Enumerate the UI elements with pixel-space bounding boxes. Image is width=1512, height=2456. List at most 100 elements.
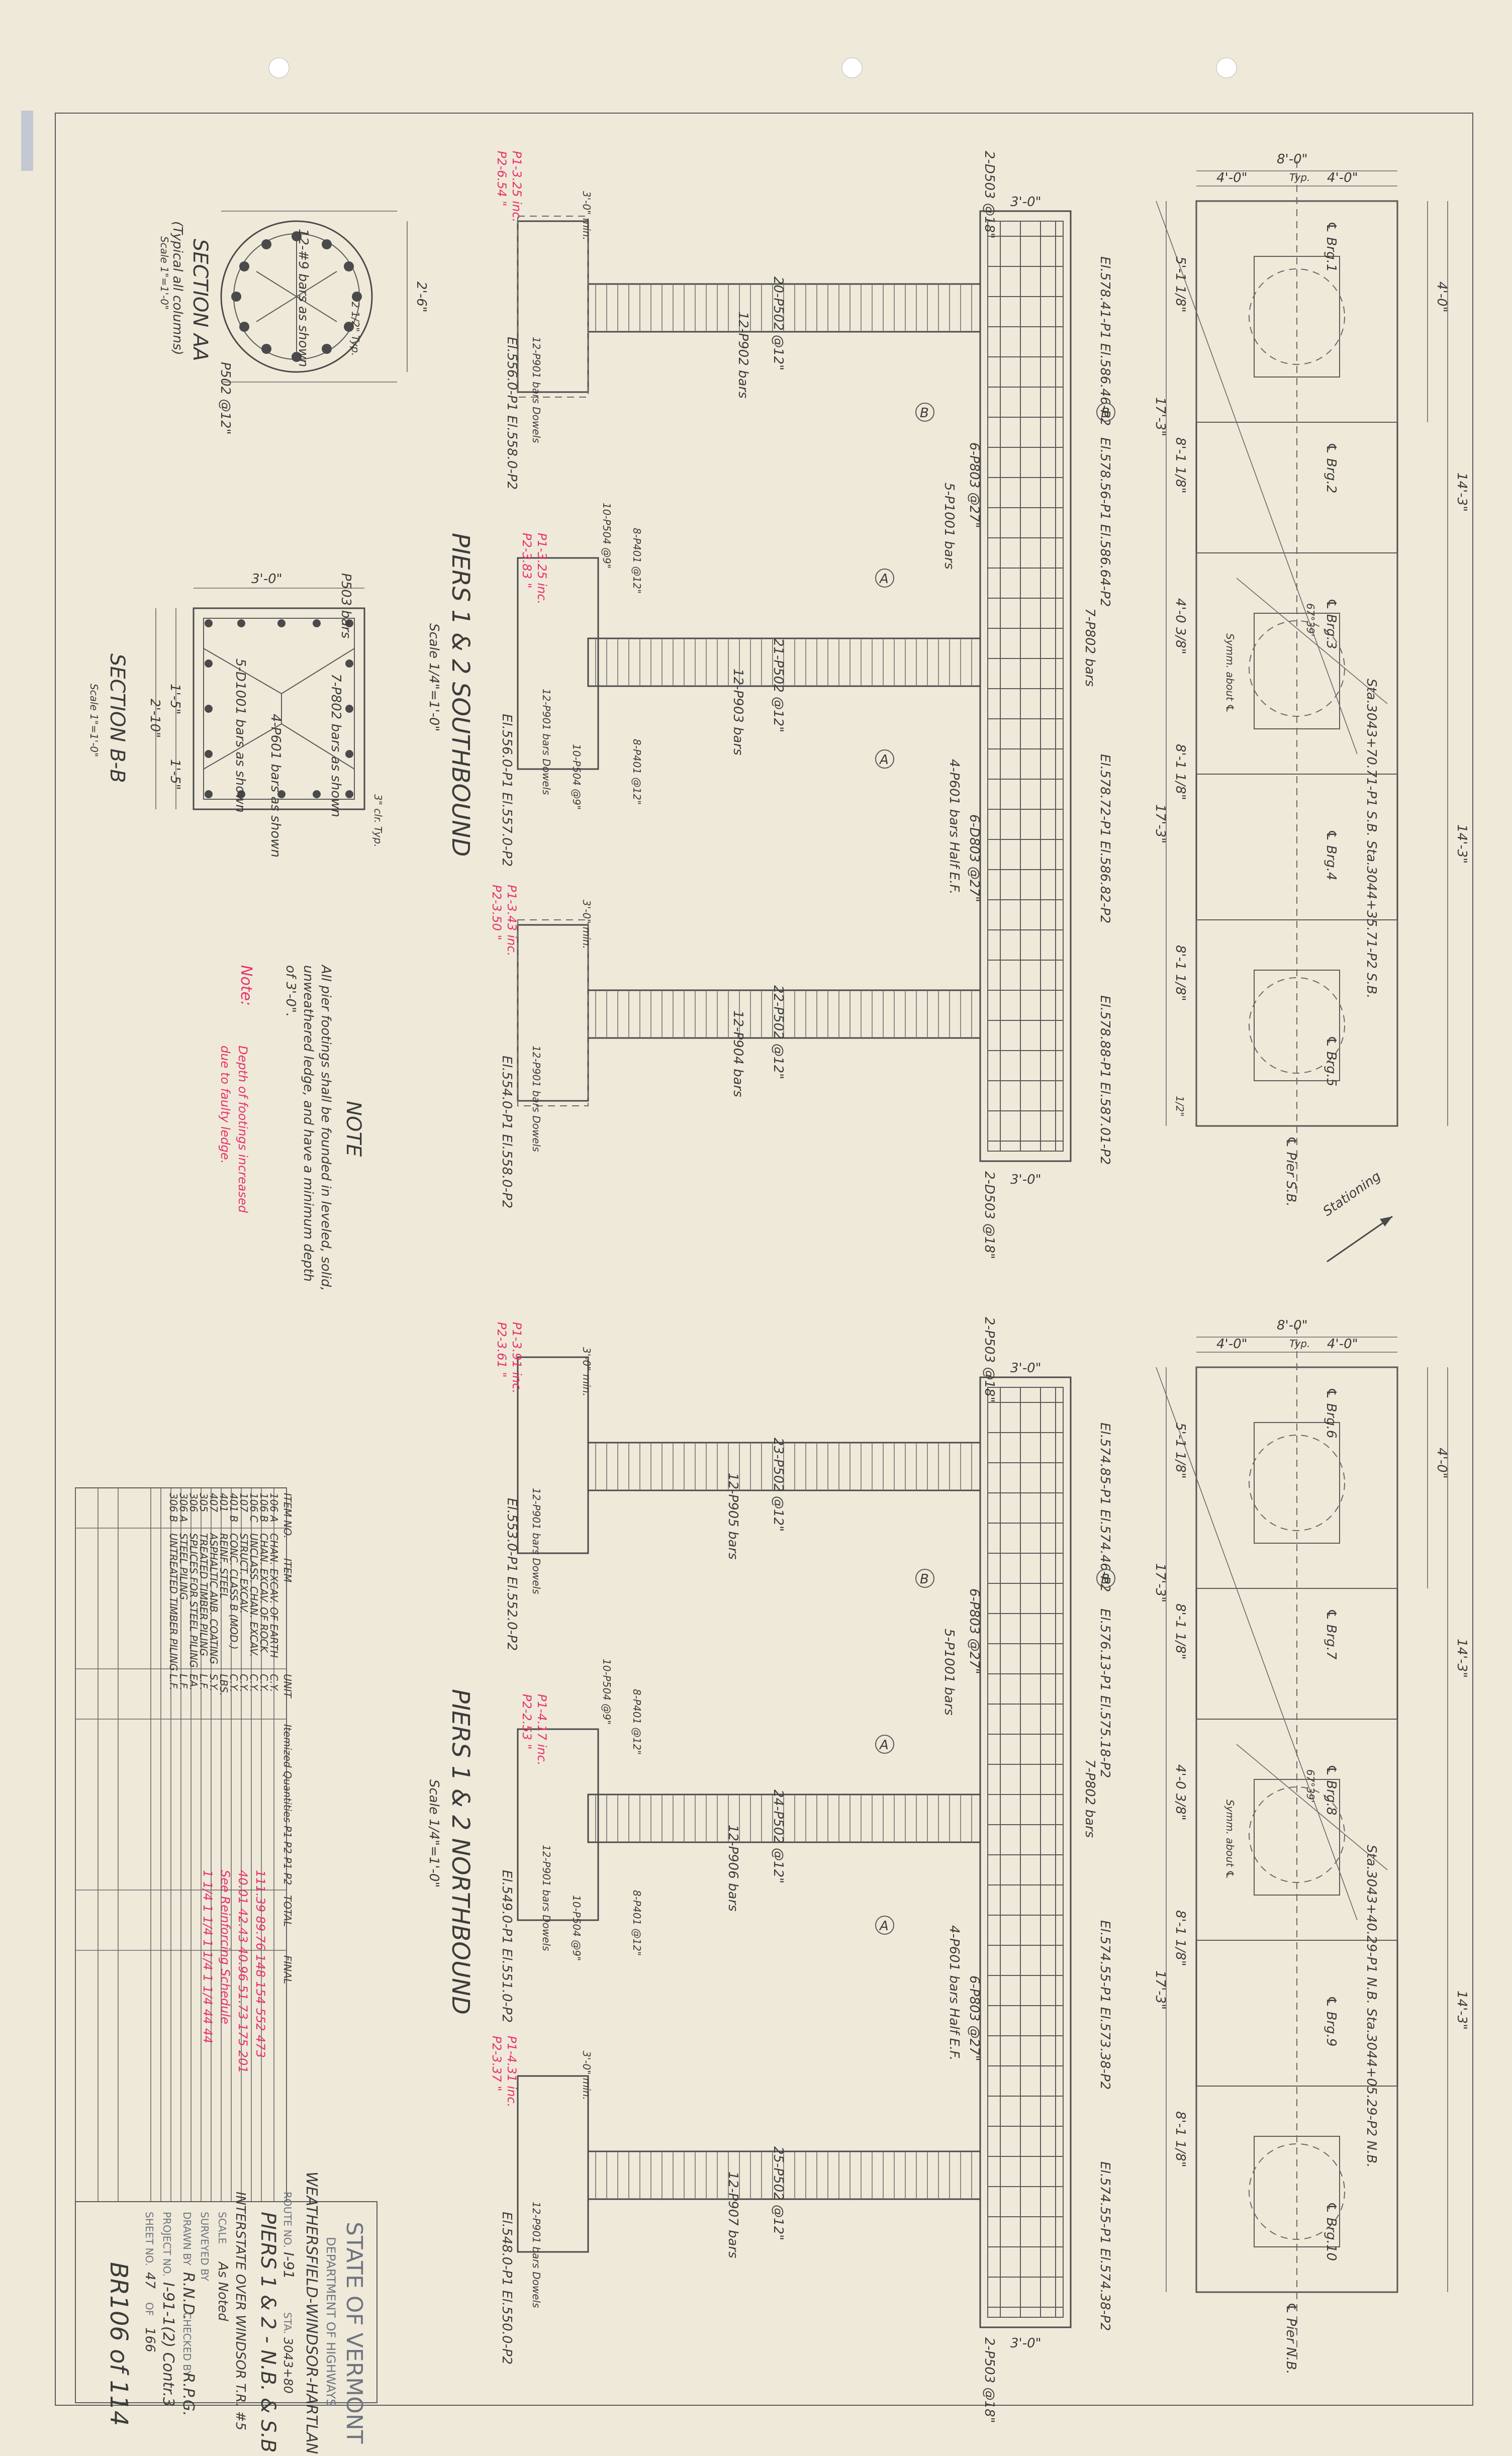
nb-col1-bars: 12-P905 bars xyxy=(725,1473,740,1560)
sb-p601: 4-P601 bars Half E.F. xyxy=(947,759,962,894)
sb-plan-len-g: 1/2" xyxy=(1174,1096,1186,1116)
sb-col2-bars: 12-P903 bars xyxy=(730,669,745,755)
tb-project: WEATHERSFIELD-WINDSOR-HARTLAND xyxy=(303,2171,320,2454)
nb-plan-angle: 67°39' xyxy=(1304,1769,1316,1803)
elevation-northbound: 23-P502 @12" 12-P905 bars 12-P901 bars D… xyxy=(426,1317,1115,2423)
note-text-2: unweathered ledge, and have a minimum de… xyxy=(301,965,316,1282)
sb-col2-s3: 8-P401 @12" xyxy=(631,739,643,805)
sb-col1-spiral: 20-P502 @12" xyxy=(771,276,786,370)
qty-row-item-no: 106 A xyxy=(268,1493,280,1522)
aa-subtitle: (Typical all columns) xyxy=(170,221,185,355)
nb-plan-typ: Typ. xyxy=(1289,1338,1310,1350)
sb-col2-el: El.556.0-P1 El.557.0-P2 xyxy=(499,714,514,867)
qty-row-unit: C.Y. xyxy=(258,1674,270,1692)
sb-brg-1: ℄ Brg.1 xyxy=(1324,221,1339,272)
tb-drawn: R.N.D. xyxy=(179,2272,197,2320)
nb-p1001: 5-P1001 bars xyxy=(941,1629,957,1716)
nb-plan-symm: Symm. about ℄ xyxy=(1224,1800,1236,1879)
nb-col2-red-a: P1-4.17 inc. xyxy=(535,1694,549,1765)
tb-drawn-label: DRAWN BY xyxy=(181,2212,193,2266)
qty-row-unit: C.Y. xyxy=(238,1674,250,1692)
qty-header-item: ITEM xyxy=(281,1558,294,1582)
qty-row-item-no: 401 B xyxy=(228,1493,240,1522)
nb-cap-el-4: El.574.55-P1 El.574.38-P2 xyxy=(1097,2161,1112,2331)
qty-row-item-no: 306 xyxy=(187,1493,200,1512)
tb-scale-label: SCALE xyxy=(216,2212,228,2244)
nb-plan-span-1: 14'-3" xyxy=(1454,1639,1469,1678)
nb-footing-min: 3'-0" min. xyxy=(581,1347,593,1396)
nb-col3-red-b: P2-3.37 " xyxy=(490,2036,504,2092)
sb-plan-total-width: 8'-0" xyxy=(1277,152,1308,167)
qty-row-item-no: 106 B xyxy=(258,1493,270,1522)
tb-checked: R.P.G. xyxy=(179,2373,197,2416)
qty-row-item-no: 305 xyxy=(198,1493,210,1512)
sb-plan-len-e: 17'-3" xyxy=(1153,804,1168,843)
qty-row-item-no: 306 B xyxy=(167,1493,179,1522)
sb-col2-dowels: 12-P901 bars Dowels xyxy=(540,689,552,795)
sb-col1-dowels: 12-P901 bars Dowels xyxy=(530,337,542,443)
qty-header-unit: UNIT xyxy=(281,1674,294,1698)
sb-p802: 7-P802 bars xyxy=(1082,608,1097,687)
nb-cap-el-1: El.574.85-P1 El.574.46-P2 xyxy=(1097,1423,1112,1592)
sb-plan-len-f: 8'-1 1/8" xyxy=(1173,744,1188,800)
qty-row-item: ASPHALTIC ANB. COATING xyxy=(208,1532,220,1664)
qty-row-item: CONC. CLASS B (MOD.) xyxy=(228,1533,240,1650)
sb-cap-bot: 2-D503 @18" xyxy=(982,1171,997,1259)
aa-bars: 12-#9 bars as shown xyxy=(296,229,311,367)
tb-subtitle: INTERSTATE OVER WINDSOR T.R. #5 xyxy=(233,2192,248,2430)
note-text-3: of 3'-0". xyxy=(283,965,298,1017)
nb-brg-6: ℄ Brg.6 xyxy=(1324,1387,1339,1438)
sb-col2-red-a: P1-3.25 inc. xyxy=(535,533,549,604)
sb-plan-span-1: 14'-3" xyxy=(1454,473,1469,512)
tb-surveyed: SURVEYED BY xyxy=(199,2212,211,2282)
nb-col2-red-b: P2-2.53 " xyxy=(520,1694,534,1750)
sb-col3-red-a: P1-3.43 inc. xyxy=(505,885,519,956)
qty-row-item: STEEL PILING xyxy=(177,1533,190,1600)
nb-plan-len-a: 5'-1 1/8" xyxy=(1173,1423,1188,1479)
sb-col3-spiral: 22-P502 @12" xyxy=(771,985,786,1079)
title-block: STATE OF VERMONT DEPARTMENT OF HIGHWAYS … xyxy=(75,2171,377,2456)
bb-half-2: 1'-5" xyxy=(167,759,182,790)
nb-plan-side: 4'-0" xyxy=(1434,1448,1449,1479)
nb-col2-bars: 12-P906 bars xyxy=(725,1825,740,1912)
nb-col1-spiral: 23-P502 @12" xyxy=(771,1438,786,1532)
qty-row-item-no: 401 xyxy=(218,1493,230,1512)
qty-row-unit: C.Y. xyxy=(228,1674,240,1692)
qty-row-item-no: 407 xyxy=(208,1493,220,1512)
bb-bars-a: 7-P802 bars as shown xyxy=(328,674,343,817)
qty-row-item: UNCLASS. CHAN. EXCAV. xyxy=(248,1533,260,1657)
sb-brg-4: ℄ Brg.4 xyxy=(1324,829,1339,880)
qty-red-row-3: See Reinforcing Schedule xyxy=(218,1870,232,2024)
sb-section-b-2: B xyxy=(1101,406,1110,421)
qty-row-item-no: 106 C xyxy=(248,1493,260,1523)
sb-section-a-2: A xyxy=(879,752,889,768)
qty-row-unit: S.Y. xyxy=(208,1674,220,1691)
aa-title: SECTION AA xyxy=(188,239,212,361)
sb-pier-cl: ℄ Pier S.B. xyxy=(1283,1136,1298,1206)
sb-brg-3: ℄ Brg.3 xyxy=(1324,598,1339,649)
qty-row-item: TREATED TIMBER PILING xyxy=(198,1533,210,1656)
sb-col3-red-b: P2-3.50 " xyxy=(490,885,504,940)
nb-cap-el-2: El.576.13-P1 El.575.18-P2 xyxy=(1097,1609,1112,1778)
nb-plan-station: Sta.3043+40.29-P1 N.B. Sta.3044+05.29-P2… xyxy=(1364,1845,1379,2167)
sb-cap-top: 2-D503 @18" xyxy=(982,151,997,239)
nb-col2-dowels: 12-P901 bars Dowels xyxy=(540,1845,552,1951)
nb-col1-red-a: P1-3.91 inc. xyxy=(510,1322,524,1393)
nb-section-b-2: B xyxy=(1101,1572,1110,1587)
sb-brg-2: ℄ Brg.2 xyxy=(1324,442,1339,493)
qty-red-row-2: 40.01 42.43 40.96 51.73 175 201 xyxy=(236,1870,250,2073)
punch-hole xyxy=(268,57,290,78)
nb-col3-el: El.548.0-P1 El.550.0-P2 xyxy=(499,2212,514,2365)
sb-plan-side: 4'-0" xyxy=(1434,281,1449,313)
qty-row-unit: C.Y. xyxy=(268,1674,280,1692)
tb-bottom-label: BR106 of 114 xyxy=(105,2262,133,2426)
nb-col2-s2: 10-P504 @9" xyxy=(601,1659,613,1725)
punch-hole xyxy=(1216,57,1237,78)
nb-brg-8: ℄ Brg.8 xyxy=(1324,1764,1339,1815)
nb-section-b-1: B xyxy=(920,1572,929,1587)
sb-section-a-1: A xyxy=(879,572,889,587)
